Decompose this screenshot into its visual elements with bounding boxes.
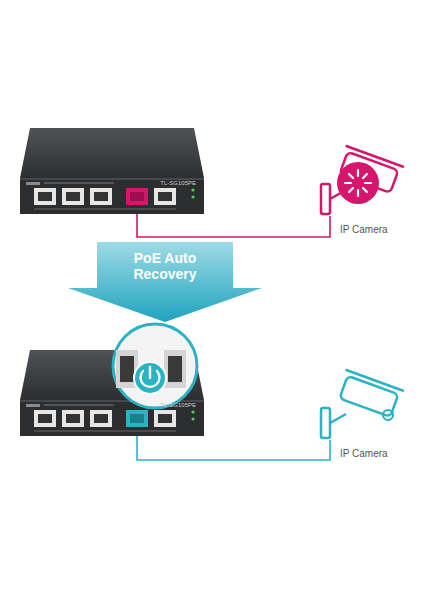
cable-line (137, 436, 330, 460)
camera-top (321, 146, 404, 214)
model-number: TL-SG105PE (160, 402, 196, 409)
recovery-arrow (68, 242, 262, 322)
switch-box: TL-SG105PE (20, 350, 204, 436)
camera-bottom (321, 370, 404, 438)
cable-line (137, 214, 330, 237)
switch-box: TL-SG105PE (20, 128, 204, 214)
fault-spinner (337, 162, 379, 204)
device-label: IP Camera (340, 448, 388, 460)
arrow-box: PoE Auto Recovery (97, 244, 233, 322)
camera-box: IP Camera (318, 370, 402, 440)
arrow-label: PoE Auto Recovery (123, 250, 207, 282)
device-label: IP Camera (340, 224, 388, 236)
switch-top (20, 128, 204, 214)
model-number: TL-SG105PE (160, 180, 196, 187)
camera-box: IP Camera (318, 146, 402, 216)
magnifier (113, 324, 197, 408)
